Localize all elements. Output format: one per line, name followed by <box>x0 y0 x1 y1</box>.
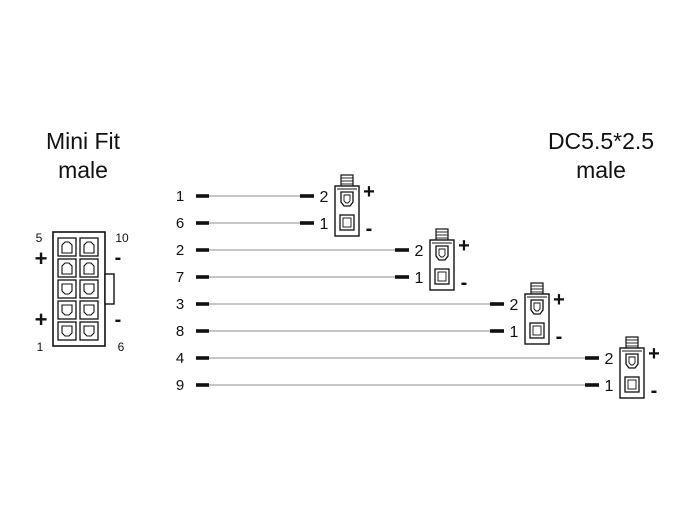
mini-fit-pin-shape <box>83 262 95 275</box>
wire-end-terminal <box>300 194 314 198</box>
mini-fit-pin-shape <box>83 304 95 316</box>
wire-source-pin-label: 2 <box>176 242 184 259</box>
mini-fit-title: Mini Fit male <box>28 127 138 185</box>
mini-fit-title-line1: Mini Fit <box>45 128 121 154</box>
mini-fit-latch <box>104 273 115 305</box>
dc-plug-pin-2-inner <box>628 356 636 366</box>
wire-start-terminal <box>196 329 209 333</box>
minus-sign-top: - <box>115 247 122 269</box>
pin-label-10: 10 <box>115 231 129 245</box>
wire-start-terminal <box>196 275 209 279</box>
dc-plug-pin-1-inner <box>342 217 352 228</box>
wire-source-pin-label: 1 <box>176 188 184 205</box>
mini-fit-pin-shape <box>61 262 73 275</box>
dc-plug-pin-1-inner <box>532 325 542 336</box>
wire-dest-pin-label: 2 <box>510 297 519 314</box>
dc-plug-pin-2-inner <box>343 194 351 204</box>
dc-plug-pin-1-inner <box>437 271 447 282</box>
wire-dest-pin-label: 1 <box>320 216 329 233</box>
wire-source-pin-label: 9 <box>176 377 184 394</box>
wire-start-terminal <box>196 356 209 360</box>
dc-plug-plus-sign: + <box>458 235 470 257</box>
mini-fit-pin-shape <box>61 325 73 337</box>
wire-start-terminal <box>196 221 209 225</box>
plus-sign-top: + <box>35 246 48 271</box>
wire-start-terminal <box>196 302 209 306</box>
mini-fit-pin-shape <box>83 325 95 337</box>
dc-plug-minus-sign: - <box>461 272 468 294</box>
dc-plug-minus-sign: - <box>556 326 563 348</box>
dc-plug-plus-sign: + <box>648 343 660 365</box>
dc-plug-connector: +- <box>524 282 565 348</box>
wire-end-terminal <box>490 329 504 333</box>
wire-dest-pin-label: 1 <box>415 270 424 287</box>
wire-end-terminal <box>490 302 504 306</box>
wire-start-terminal <box>196 248 209 252</box>
wire-source-pin-label: 4 <box>176 350 184 367</box>
wire-dest-pin-label: 2 <box>320 189 329 206</box>
plus-sign-bottom: + <box>35 307 48 332</box>
wire-dest-pin-label: 1 <box>510 324 519 341</box>
wire-source-pin-label: 7 <box>176 269 184 286</box>
wire-start-terminal <box>196 383 209 387</box>
dc-plug-title-line1: DC5.5*2.5 <box>547 128 655 154</box>
mini-fit-pin-shape <box>61 304 73 316</box>
dc-plug-title-line2: male <box>576 157 626 183</box>
wire-end-terminal <box>395 275 409 279</box>
dc-plug-connector: +- <box>619 336 660 402</box>
mini-fit-title-line2: male <box>58 157 108 183</box>
wire-dest-pin-label: 2 <box>415 243 424 260</box>
pin-label-5: 5 <box>36 231 43 245</box>
wire-end-terminal <box>585 356 599 360</box>
mini-fit-pin-shape <box>61 283 73 295</box>
dc-plug-pin-2-inner <box>533 302 541 312</box>
dc-plug-plus-sign: + <box>553 289 565 311</box>
mini-fit-pin-shape <box>61 241 73 254</box>
wire-start-terminal <box>196 194 209 198</box>
wire-dest-pin-label: 1 <box>605 378 614 395</box>
pin-label-6: 6 <box>118 340 125 354</box>
dc-plug-pin-2-inner <box>438 248 446 258</box>
mini-fit-pin-grid <box>57 237 99 341</box>
wire-source-pin-label: 3 <box>176 296 184 313</box>
dc-plug-connector: +- <box>334 174 375 240</box>
wire-dest-pin-label: 2 <box>605 351 614 368</box>
minus-sign-bottom: - <box>115 309 122 331</box>
pin-label-1: 1 <box>37 340 44 354</box>
wire-end-terminal <box>300 221 314 225</box>
wire-end-terminal <box>585 383 599 387</box>
wire-end-terminal <box>395 248 409 252</box>
mini-fit-connector: 5 10 1 6 + + - - <box>35 231 129 354</box>
mini-fit-pin-shape <box>83 241 95 254</box>
mini-fit-pin-shape <box>83 283 95 295</box>
dc-plug-minus-sign: - <box>651 380 658 402</box>
dc-plug-pin-1-inner <box>627 379 637 390</box>
dc-plug-minus-sign: - <box>366 218 373 240</box>
dc-plug-connector: +- <box>429 228 470 294</box>
wire-source-pin-label: 6 <box>176 215 184 232</box>
dc-plug-title: DC5.5*2.5 male <box>536 127 666 185</box>
wire-source-pin-label: 8 <box>176 323 184 340</box>
dc-plug-plus-sign: + <box>363 181 375 203</box>
